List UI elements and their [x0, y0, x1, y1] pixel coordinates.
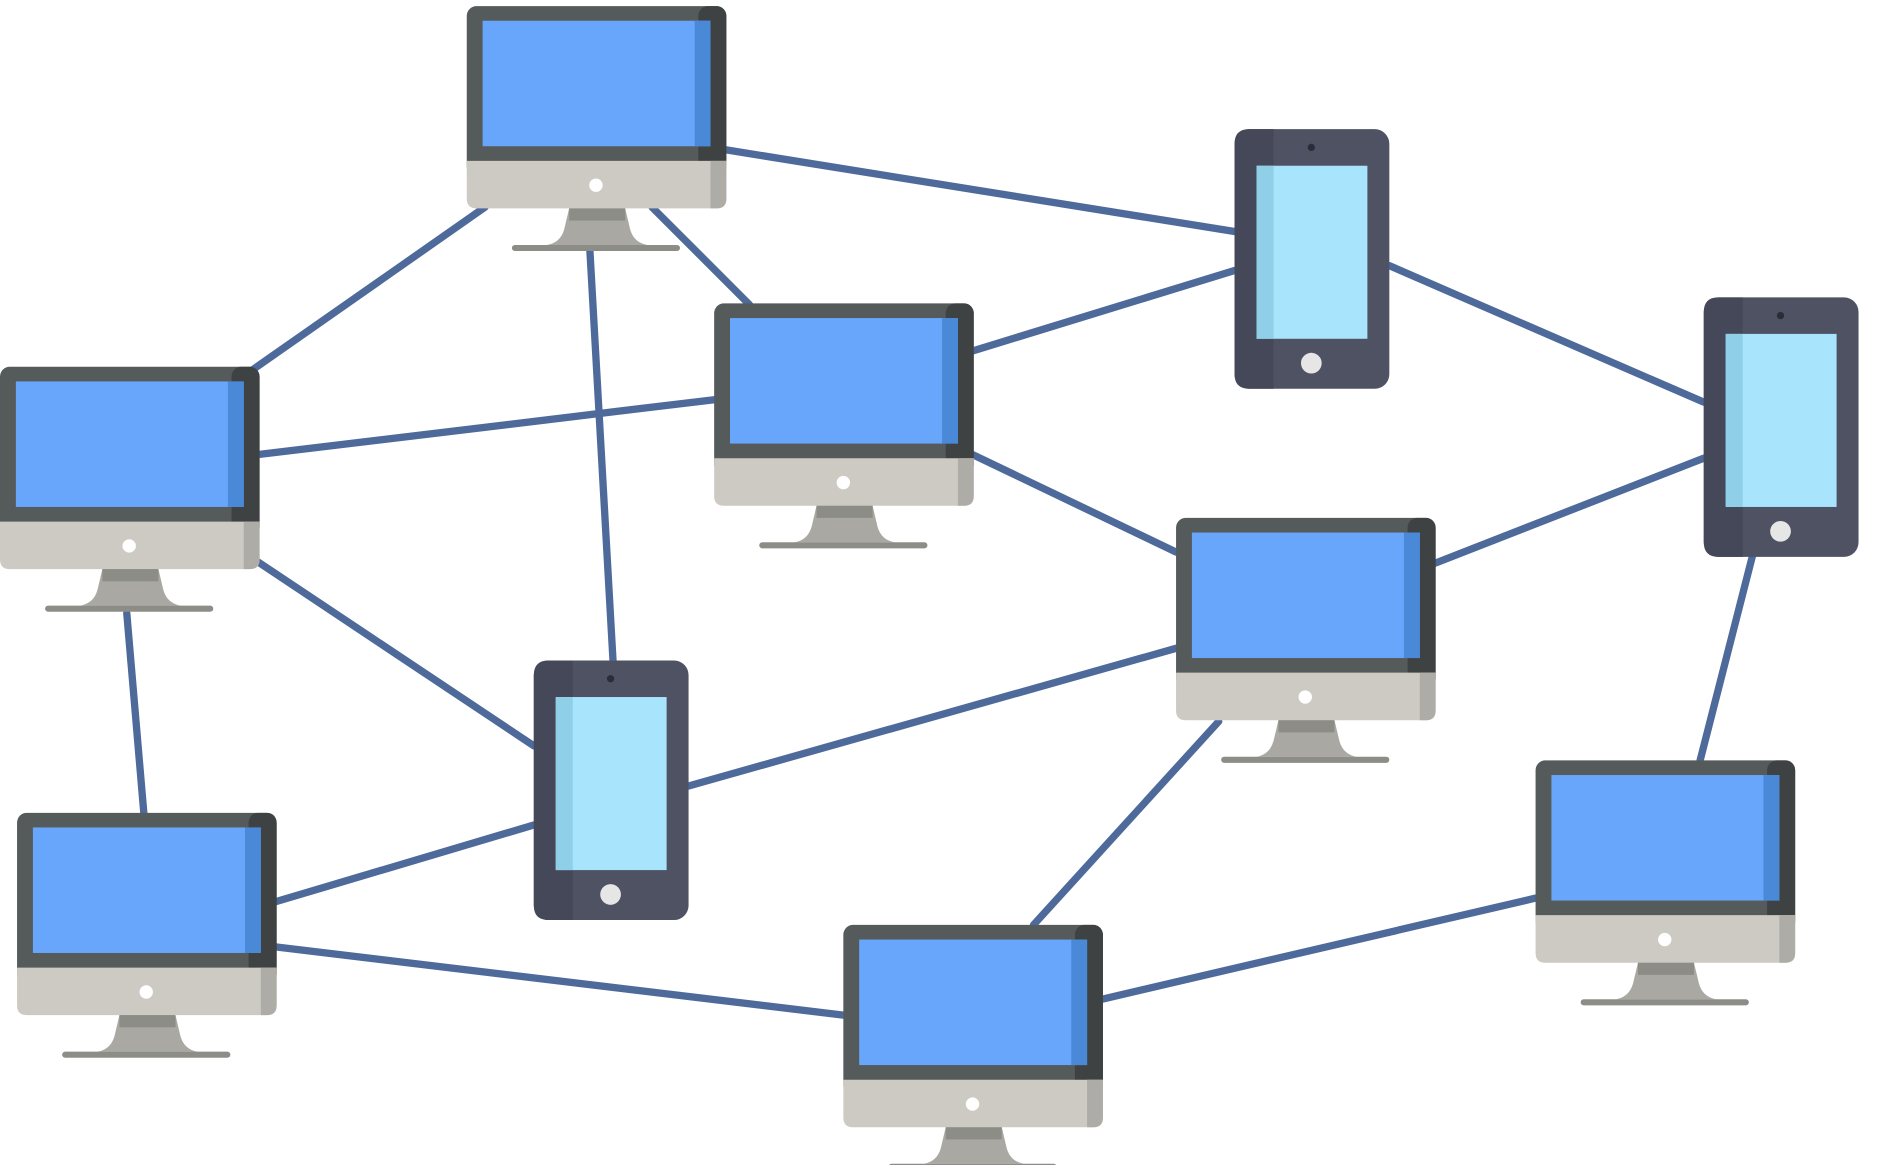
phone-3-smartphone-icon — [533, 660, 689, 921]
monitor-screen-shade — [942, 318, 958, 444]
link-monitor-1-phone-3 — [586, 246, 617, 665]
monitor-stand-neck — [1278, 720, 1335, 733]
monitor-base — [45, 605, 214, 612]
monitor-screen — [730, 318, 958, 444]
monitor-screen — [15, 381, 244, 507]
monitor-chin-shade — [1419, 672, 1436, 721]
phone-2-smartphone-icon — [1703, 297, 1859, 557]
link-monitor-5-monitor-7 — [271, 943, 848, 1019]
power-dot-icon — [122, 539, 136, 553]
monitor-base — [1580, 999, 1749, 1006]
monitor-screen — [859, 939, 1088, 1066]
power-dot-icon — [965, 1097, 980, 1111]
monitor-3-desktop-computer-icon — [0, 366, 260, 612]
monitor-screen-shade — [227, 381, 244, 507]
monitor-chin-shade — [957, 458, 974, 506]
power-dot-icon — [589, 178, 603, 192]
monitor-stand-neck — [1637, 962, 1695, 975]
link-monitor-4-phone-2 — [1431, 454, 1708, 567]
monitor-screen-shade — [1763, 775, 1780, 901]
link-monitor-1-monitor-2 — [648, 203, 754, 309]
monitor-screen-shade — [1403, 532, 1420, 659]
power-dot-icon — [1298, 690, 1312, 704]
monitor-chin-shade — [710, 160, 727, 209]
monitor-stand-neck — [816, 505, 873, 518]
link-monitor-5-phone-3 — [271, 821, 538, 906]
link-monitor-7-monitor-6 — [1098, 894, 1540, 1003]
power-dot-icon — [836, 475, 851, 490]
monitor-stand-neck — [119, 1015, 176, 1028]
phone-screen-shade — [1725, 333, 1743, 507]
monitor-screen — [1191, 532, 1420, 659]
monitor-stand-neck — [945, 1127, 1002, 1140]
home-button-icon — [1300, 352, 1322, 374]
link-phone-3-monitor-4 — [684, 644, 1180, 790]
camera-icon — [1776, 311, 1785, 320]
monitor-screen-shade — [694, 20, 711, 147]
monitor-chin-shade — [1087, 1079, 1103, 1128]
monitor-screen-shade — [1071, 939, 1088, 1066]
phone-screen — [1725, 333, 1837, 507]
link-monitor-3-monitor-5 — [123, 609, 148, 817]
monitor-screen — [482, 20, 711, 147]
monitor-5-desktop-computer-icon — [17, 812, 277, 1058]
home-button-icon — [1770, 520, 1791, 542]
monitor-base — [759, 542, 928, 549]
monitor-2-desktop-computer-icon — [714, 303, 974, 549]
monitor-6-desktop-computer-icon — [1535, 760, 1796, 1006]
power-dot-icon — [1658, 932, 1672, 947]
monitor-screen-shade — [244, 827, 261, 953]
network-links — [123, 146, 1757, 1019]
phone-screen-shade — [555, 697, 573, 871]
camera-icon — [606, 675, 615, 683]
power-dot-icon — [139, 985, 153, 999]
phone-screen — [555, 697, 667, 871]
camera-icon — [1307, 143, 1315, 152]
link-monitor-1-monitor-3 — [246, 203, 489, 376]
monitor-1-desktop-computer-icon — [466, 6, 727, 252]
phone-screen-shade — [1256, 165, 1274, 339]
link-phone-1-phone-2 — [1385, 262, 1708, 406]
monitor-base — [511, 244, 681, 252]
monitor-stand-neck — [102, 569, 159, 582]
monitor-screen — [32, 827, 261, 953]
phone-screen — [1256, 165, 1368, 339]
monitor-stand-neck — [569, 208, 626, 221]
phone-1-smartphone-icon — [1234, 129, 1390, 389]
monitor-4-desktop-computer-icon — [1176, 517, 1436, 763]
link-monitor-3-phone-3 — [252, 556, 538, 750]
monitor-base — [1221, 756, 1390, 763]
monitor-7-desktop-computer-icon — [843, 924, 1103, 1165]
link-monitor-1-phone-1 — [722, 146, 1239, 236]
link-monitor-2-phone-1 — [968, 266, 1239, 355]
monitor-base — [62, 1051, 231, 1058]
monitor-chin-shade — [1779, 915, 1796, 963]
link-phone-2-monitor-6 — [1696, 552, 1757, 765]
monitor-chin-shade — [260, 967, 277, 1016]
monitor-screen — [1551, 775, 1780, 901]
network-nodes — [0, 6, 1859, 1165]
link-monitor-2-monitor-4 — [968, 450, 1180, 556]
link-monitor-4-monitor-7 — [1029, 717, 1223, 929]
monitor-chin-shade — [243, 521, 260, 570]
link-monitor-3-monitor-2 — [254, 396, 718, 459]
home-button-icon — [600, 884, 621, 905]
